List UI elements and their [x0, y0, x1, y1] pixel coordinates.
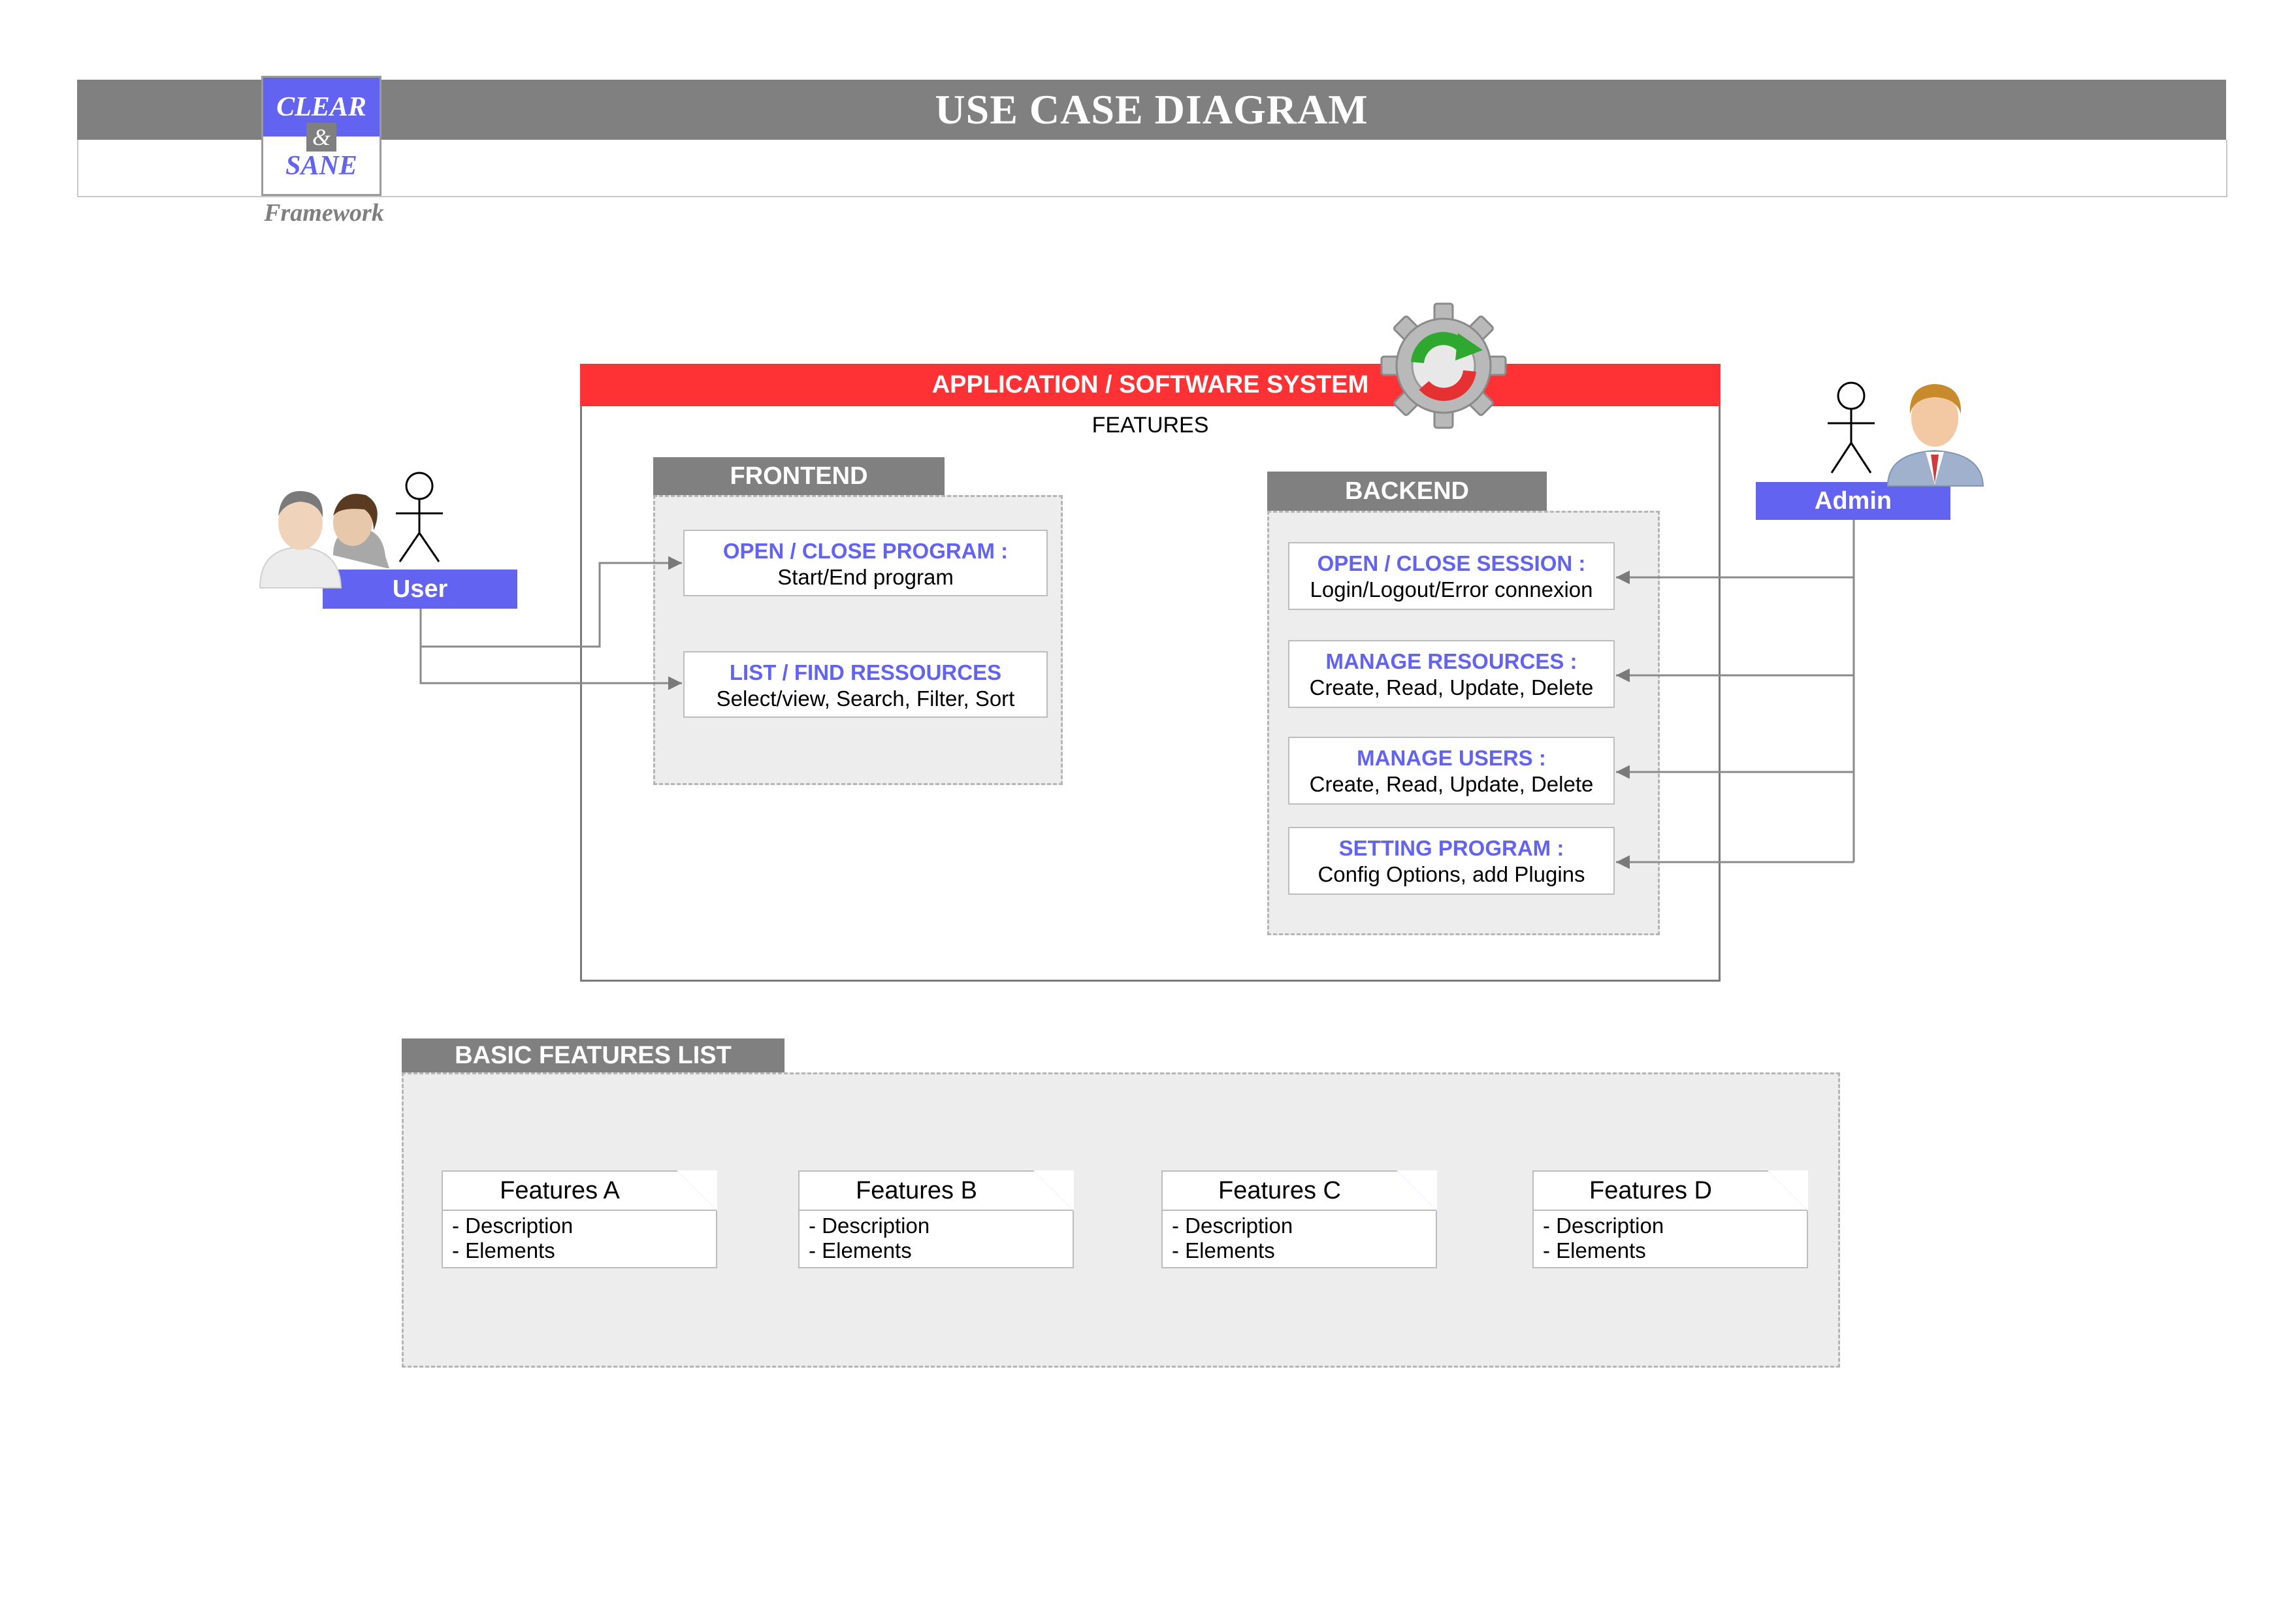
user-connectors [419, 556, 682, 690]
use-case-setting-program[interactable]: SETTING PROGRAM : Config Options, add Pl… [1288, 827, 1615, 895]
system-title: APPLICATION / SOFTWARE SYSTEM [931, 371, 1369, 398]
folded-corner-mask [1768, 1170, 1808, 1211]
use-case-manage-resources[interactable]: MANAGE RESOURCES : Create, Read, Update,… [1288, 640, 1615, 708]
page-title: USE CASE DIAGRAM [935, 86, 1368, 133]
header-underline [77, 140, 2227, 197]
feature-card-line: - Description [1172, 1213, 1293, 1238]
admin-connectors [1616, 520, 1855, 869]
feature-card-line: - Elements [452, 1238, 555, 1262]
use-case-title: SETTING PROGRAM : [1338, 836, 1564, 860]
admin-avatar-icon [1886, 384, 1984, 487]
use-case-desc: Config Options, add Plugins [1318, 862, 1585, 886]
user-group-avatar-icon [259, 490, 389, 588]
use-case-manage-users[interactable]: MANAGE USERS : Create, Read, Update, Del… [1288, 737, 1615, 805]
logo-ampersand: & [306, 123, 336, 152]
frontend-tab: FRONTEND [653, 457, 945, 495]
feature-card-line: - Elements [1543, 1238, 1646, 1262]
use-case-desc: Login/Logout/Error connexion [1310, 577, 1593, 602]
use-case-title: MANAGE RESOURCES : [1325, 649, 1577, 673]
user-actor-label[interactable]: User [323, 570, 517, 609]
feature-card-title: Features D [1589, 1177, 1712, 1204]
user-stick-figure-icon [396, 472, 443, 562]
logo-framework-text: Framework [264, 199, 384, 227]
feature-card-title: Features C [1218, 1177, 1341, 1204]
header-bar [77, 80, 2226, 140]
feature-card-c[interactable]: Features C - Description - Elements [1161, 1170, 1437, 1268]
feature-card-divider [1534, 1210, 1807, 1211]
use-case-title: OPEN / CLOSE SESSION : [1317, 551, 1586, 575]
use-case-title: MANAGE USERS : [1357, 746, 1546, 770]
feature-card-d[interactable]: Features D - Description - Elements [1532, 1170, 1808, 1268]
feature-card-line: - Description [809, 1213, 930, 1238]
feature-card-divider [443, 1210, 716, 1211]
system-subtitle: FEATURES [1091, 413, 1209, 438]
use-case-desc: Create, Read, Update, Delete [1309, 772, 1594, 796]
use-case-list-find-resources[interactable]: LIST / FIND RESSOURCES Select/view, Sear… [683, 651, 1048, 718]
folded-corner-mask [1033, 1170, 1074, 1211]
system-title-bar [580, 364, 1721, 406]
backend-tab: BACKEND [1267, 472, 1547, 511]
use-case-desc: Create, Read, Update, Delete [1309, 675, 1594, 699]
feature-card-a[interactable]: Features A - Description - Elements [442, 1170, 717, 1268]
folded-corner-mask [1397, 1170, 1437, 1211]
use-case-desc: Select/view, Search, Filter, Sort [716, 686, 1015, 711]
feature-card-b[interactable]: Features B - Description - Elements [798, 1170, 1074, 1268]
feature-card-line: - Elements [809, 1238, 912, 1262]
feature-card-title: Features B [856, 1177, 977, 1204]
use-case-desc: Start/End program [777, 565, 954, 589]
use-case-title: OPEN / CLOSE PROGRAM : [722, 539, 1009, 563]
admin-stick-figure-icon [1828, 381, 1875, 474]
feature-card-divider [1163, 1210, 1436, 1211]
feature-card-line: - Description [1543, 1213, 1664, 1238]
admin-actor-label[interactable]: Admin [1756, 482, 1950, 520]
logo-sane-text: SANE [285, 151, 357, 181]
feature-card-line: - Description [452, 1213, 574, 1238]
feature-card-divider [800, 1210, 1073, 1211]
use-case-open-close-program[interactable]: OPEN / CLOSE PROGRAM : Start/End program [683, 530, 1048, 596]
feature-card-line: - Elements [1172, 1238, 1275, 1262]
use-case-title: LIST / FIND RESSOURCES [729, 660, 1002, 684]
folded-corner-mask [677, 1170, 717, 1211]
use-case-open-close-session[interactable]: OPEN / CLOSE SESSION : Login/Logout/Erro… [1288, 542, 1615, 610]
logo-clear-text: CLEAR [276, 92, 366, 122]
feature-card-title: Features A [500, 1177, 620, 1204]
features-list-tab: BASIC FEATURES LIST [402, 1038, 784, 1072]
